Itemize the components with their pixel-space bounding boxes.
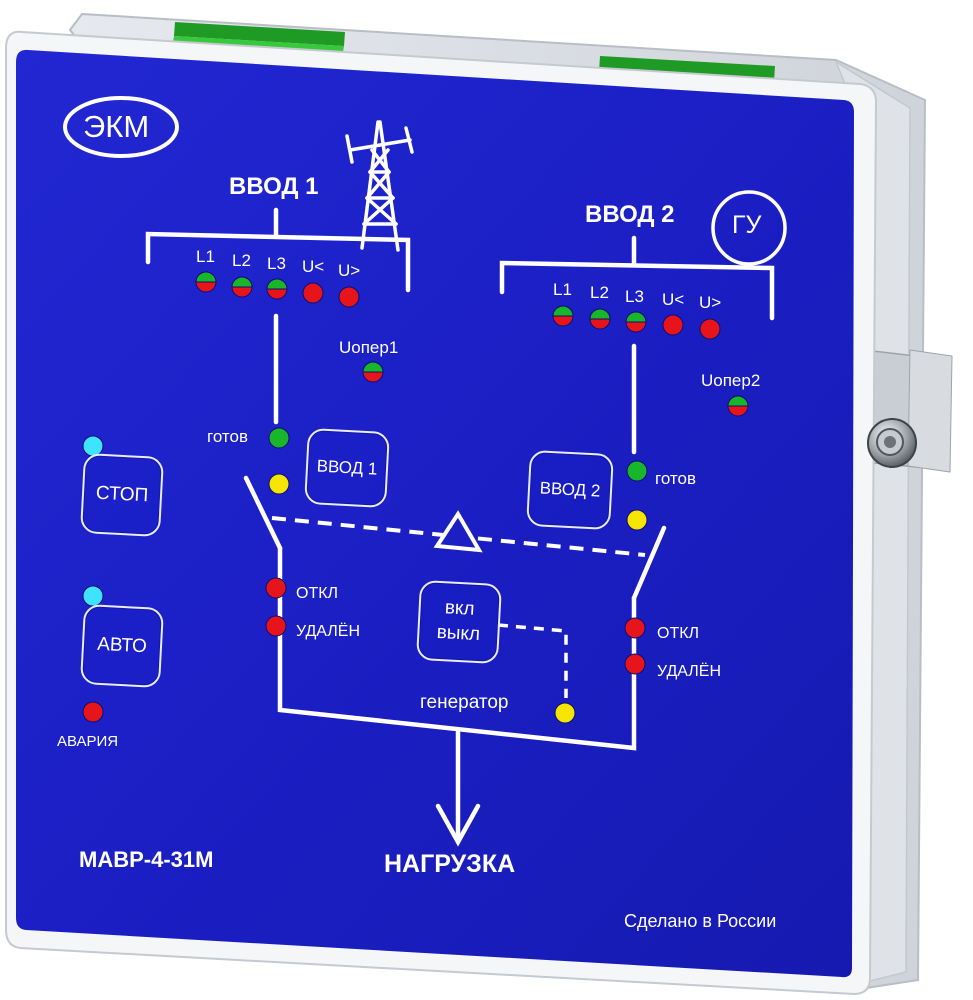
led-input2-off: [624, 617, 646, 639]
input2-label-uover: U>: [699, 293, 722, 312]
input1-off-label: ОТКЛ: [296, 585, 339, 602]
led-auto: [82, 585, 104, 607]
onoff-button-line2: выкл: [436, 621, 481, 646]
generator-badge-ring: [711, 190, 787, 266]
uoper2-label: Uопер2: [701, 371, 761, 390]
led-stop: [82, 435, 104, 457]
input2-bus: [499, 235, 775, 455]
input1-label-l2: L2: [232, 251, 251, 270]
logo-text: ЭКМ: [83, 109, 150, 144]
leds: [82, 271, 749, 724]
input1-label-l3: L3: [267, 254, 286, 273]
front-panel: [16, 49, 854, 978]
input1-bus: [145, 207, 411, 425]
input1-ready-label: готов: [207, 427, 248, 446]
led-uoper1: [362, 361, 384, 383]
input2-label-l1: L1: [553, 280, 572, 299]
made-in-label: Сделано в России: [624, 911, 777, 931]
led-input2-removed: [624, 653, 646, 675]
led-input2-uunder: [662, 314, 684, 336]
led-uoper2: [727, 395, 749, 417]
input2-off-label: ОТКЛ: [657, 625, 700, 642]
load-label: НАГРУЗКА: [384, 850, 516, 878]
led-input2-uover: [699, 318, 721, 340]
input2-removed-label: УДАЛЁН: [657, 663, 722, 680]
input2-label-uunder: U<: [662, 290, 685, 309]
power-tower-icon: [345, 120, 414, 252]
onoff-button-line1: вкл: [444, 597, 476, 621]
input2-button-label: ВВОД 2: [539, 478, 601, 501]
interlock-triangle: [433, 510, 483, 553]
auto-button[interactable]: АВТО: [79, 603, 165, 689]
led-input2-l1: [552, 305, 574, 327]
stop-button[interactable]: СТОП: [79, 452, 165, 538]
generator-badge: ГУ: [732, 211, 762, 239]
led-input1-off: [265, 577, 287, 599]
led-input1-ready: [268, 427, 290, 449]
generator-link: [497, 623, 568, 698]
top-connector-left: [173, 22, 345, 52]
onoff-button[interactable]: вкл выкл: [415, 579, 503, 665]
led-input1-l2: [231, 276, 253, 298]
input2-ready-label: готов: [655, 469, 696, 488]
stop-button-label: СТОП: [95, 482, 149, 507]
input1-label-uover: U>: [338, 261, 361, 280]
input1-label-uunder: U<: [302, 257, 325, 276]
led-input2-l3: [625, 311, 647, 333]
input1-button-label: ВВОД 1: [316, 456, 378, 479]
model-label: МАВР-4-31М: [79, 847, 214, 872]
mounting-bolt: [867, 418, 917, 468]
led-input2-ready: [626, 460, 648, 482]
led-input2-on: [626, 509, 648, 531]
auto-button-label: АВТО: [96, 633, 148, 658]
led-input1-uunder: [302, 282, 324, 304]
led-generator: [554, 702, 576, 724]
logo-ring: [63, 96, 179, 158]
input1-removed-label: УДАЛЁН: [296, 623, 361, 640]
led-alarm: [82, 701, 104, 723]
generator-label: генератор: [420, 692, 509, 713]
led-input1-l3: [266, 278, 288, 300]
alarm-label: АВАРИЯ: [57, 733, 119, 750]
led-input1-removed: [265, 615, 287, 637]
led-input1-uover: [338, 286, 360, 308]
input1-title: ВВОД 1: [229, 173, 319, 200]
led-input2-l2: [589, 308, 611, 330]
input1-label-l1: L1: [196, 247, 215, 266]
led-input1-l1: [195, 271, 217, 293]
input2-title: ВВОД 2: [585, 201, 675, 228]
led-input1-on: [268, 473, 290, 495]
input2-label-l3: L3: [625, 287, 644, 306]
uoper1-label: Uопер1: [339, 338, 399, 357]
input1-button[interactable]: ВВОД 1: [304, 427, 390, 509]
input2-label-l2: L2: [590, 283, 609, 302]
input2-button[interactable]: ВВОД 2: [526, 449, 614, 531]
